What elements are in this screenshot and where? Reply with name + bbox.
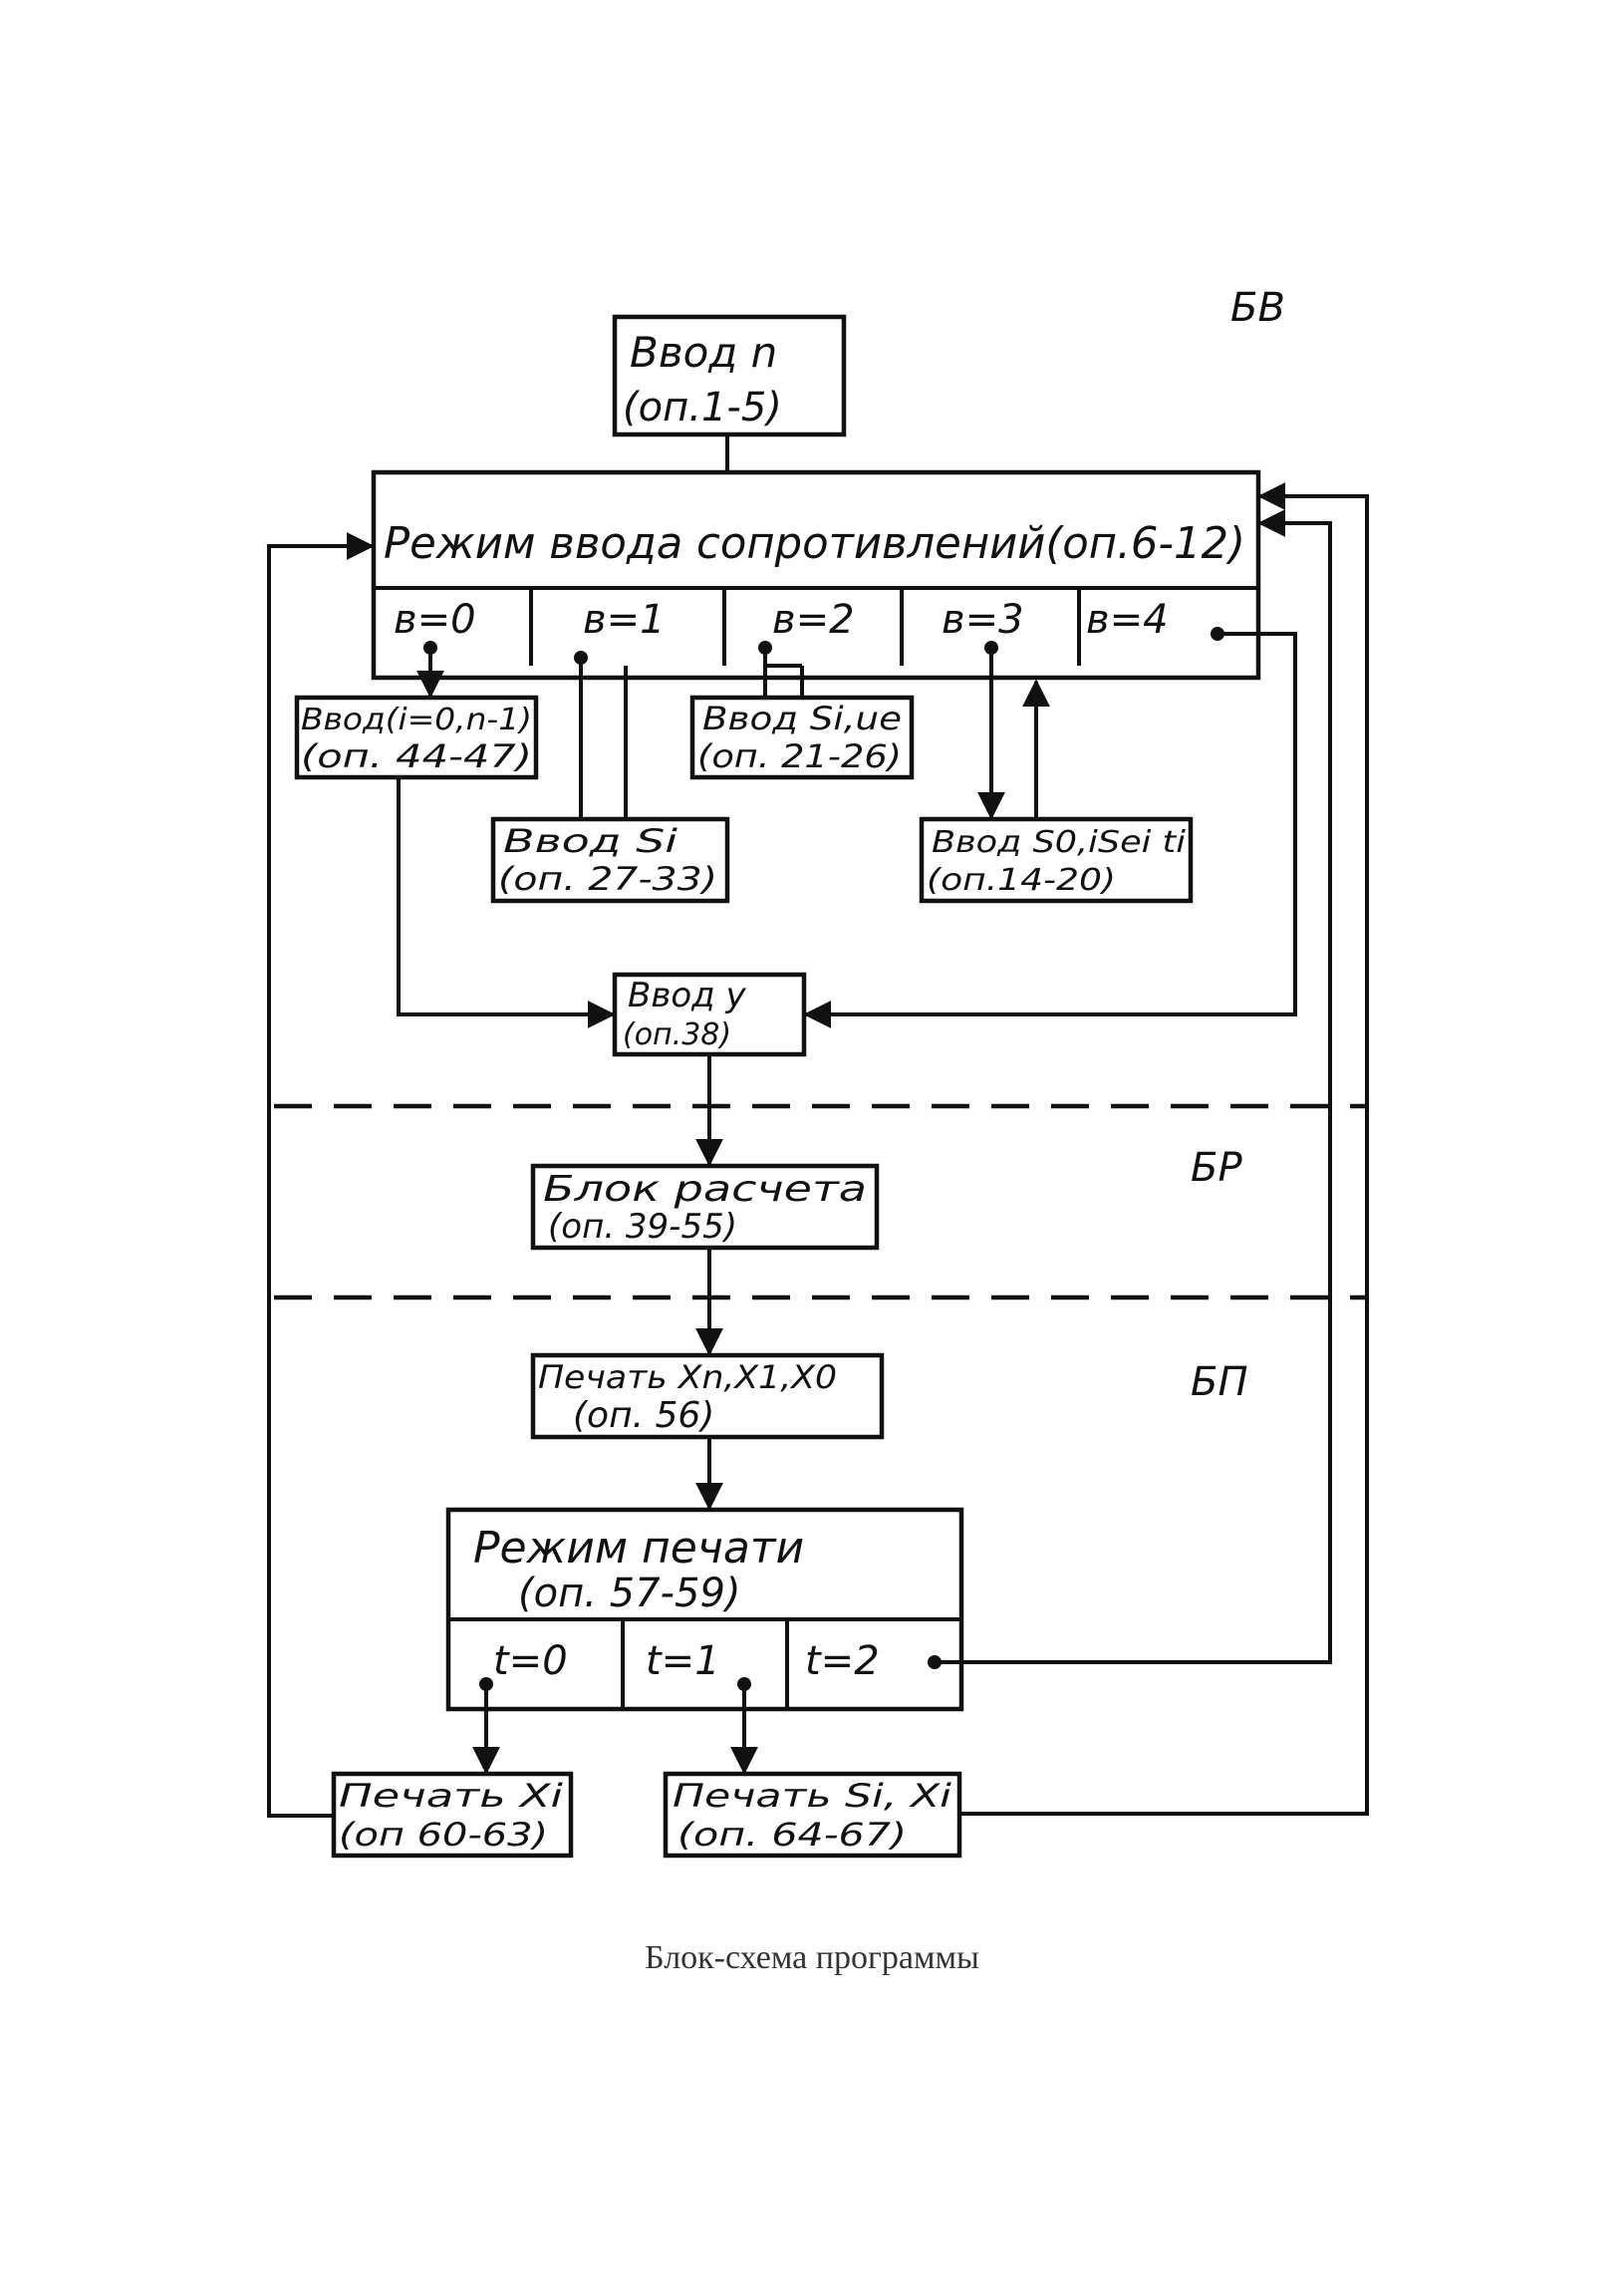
t-cell-2: t=2 — [805, 1638, 880, 1684]
connectors — [267, 482, 1369, 1818]
t-cell-1: t=1 — [646, 1638, 720, 1684]
block-resistance-mode-title: Режим вводa сопротивлений(оп.6-12) — [384, 518, 1245, 569]
b-cell-0: в=0 — [394, 597, 476, 643]
block-input-n-line1: Ввод n — [630, 328, 777, 377]
section-label-calc: БР — [1191, 1145, 1242, 1191]
b-cell-2: в=2 — [772, 597, 855, 643]
block-input-ti: Ввод(i=0,n-1) (оп. 44-47) — [294, 695, 539, 780]
block-print-xi-line2: (оп 60-63) — [339, 1816, 548, 1854]
block-input-si: Ввод Si (оп. 27-33) — [490, 816, 730, 904]
block-input-y-line2: (оп.38) — [623, 1017, 731, 1052]
block-print-x: Печать Xn,X1,X0 (оп. 56) — [530, 1352, 885, 1440]
block-print-xi-line1: Печать Xi — [339, 1777, 563, 1815]
block-input-ti-line1: Ввод(i=0,n-1) — [301, 703, 532, 737]
block-input-n: Ввод n (оп.1-5) — [612, 314, 847, 437]
block-calc: Блок расчета (оп. 39-55) — [530, 1163, 880, 1251]
block-resistance-mode: Режим вводa сопротивлений(оп.6-12) в=0 в… — [371, 469, 1261, 681]
section-label-print: БП — [1191, 1359, 1248, 1405]
block-print-si-xi-line1: Печать Si, Xi — [673, 1777, 951, 1815]
b-cell-1: в=1 — [583, 597, 666, 643]
block-input-si-e: Ввод Si,ue (оп. 21-26) — [689, 695, 915, 780]
block-input-si-line2: (оп. 27-33) — [498, 860, 717, 898]
block-input-s0-line1: Ввод S0,iSei ti — [932, 825, 1187, 860]
block-print-x-line1: Печать Xn,X1,X0 — [538, 1358, 837, 1396]
block-input-s0-line2: (оп.14-20) — [927, 863, 1116, 898]
block-calc-line2: (оп. 39-55) — [548, 1207, 737, 1247]
block-input-si-e-line2: (оп. 21-26) — [697, 737, 902, 775]
block-print-si-xi-line2: (оп. 64-67) — [677, 1816, 907, 1854]
block-calc-line1: Блок расчета — [543, 1169, 867, 1210]
b-cell-4: в=4 — [1086, 597, 1169, 643]
figure-caption: Блок-схема программы — [645, 1939, 979, 1976]
section-label-input: БВ — [1230, 285, 1285, 331]
block-input-y: Ввод y (оп.38) — [612, 972, 807, 1057]
block-input-s0: Ввод S0,iSei ti (оп.14-20) — [919, 816, 1194, 904]
block-print-mode: Режим печати (оп. 57-59) t=0 t=1 t=2 — [445, 1507, 964, 1712]
block-print-mode-line2: (оп. 57-59) — [518, 1571, 741, 1616]
block-input-y-line1: Ввод y — [628, 976, 746, 1015]
block-input-si-e-line1: Ввод Si,ue — [702, 700, 902, 737]
block-print-mode-line1: Режим печати — [473, 1523, 804, 1574]
block-input-n-line2: (оп.1-5) — [623, 385, 782, 430]
t-cell-0: t=0 — [493, 1638, 568, 1684]
b-cell-3: в=3 — [942, 597, 1024, 643]
block-print-xi: Печать Xi (оп 60-63) — [331, 1771, 574, 1859]
block-print-x-line2: (оп. 56) — [573, 1395, 714, 1436]
block-print-si-xi: Печать Si, Xi (оп. 64-67) — [663, 1771, 962, 1859]
block-input-si-line1: Ввод Si — [503, 822, 677, 860]
block-input-ti-line2: (оп. 44-47) — [301, 737, 532, 775]
